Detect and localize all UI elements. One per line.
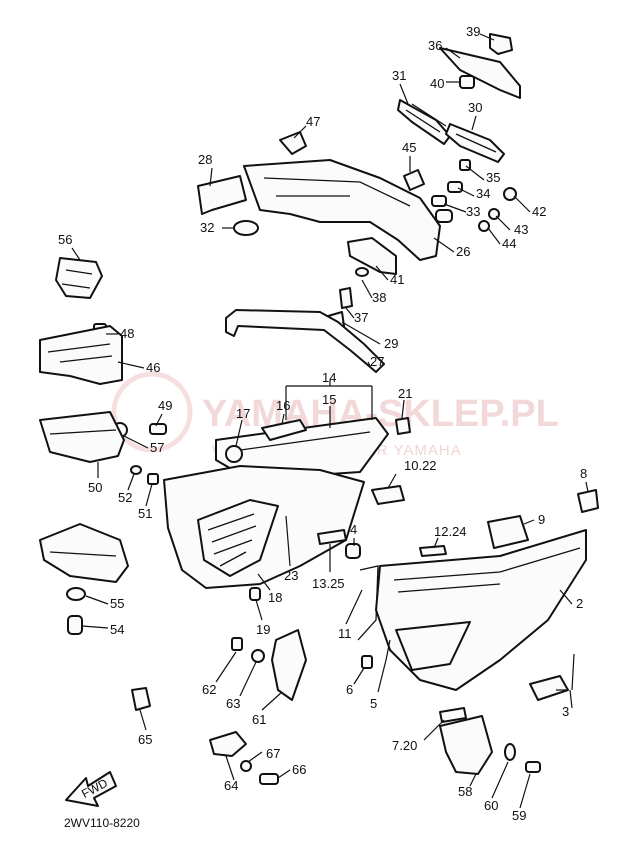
callout-60: 60 bbox=[484, 798, 498, 813]
callout-21: 21 bbox=[398, 386, 412, 401]
callout-42: 42 bbox=[532, 204, 546, 219]
callout-41: 41 bbox=[390, 272, 404, 287]
callout-38: 38 bbox=[372, 290, 386, 305]
callout-23: 23 bbox=[284, 568, 298, 583]
callout-31: 31 bbox=[392, 68, 406, 83]
callout-2: 2 bbox=[576, 596, 583, 611]
callout-7-20: 7.20 bbox=[392, 738, 417, 753]
callout-26: 26 bbox=[456, 244, 470, 259]
callout-39: 39 bbox=[466, 24, 480, 39]
callout-40: 40 bbox=[430, 76, 444, 91]
callout-51: 51 bbox=[138, 506, 152, 521]
callout-3: 3 bbox=[562, 704, 569, 719]
callout-58: 58 bbox=[458, 784, 472, 799]
callout-16: 16 bbox=[276, 398, 290, 413]
callout-49: 49 bbox=[158, 398, 172, 413]
callout-65: 65 bbox=[138, 732, 152, 747]
callout-47: 47 bbox=[306, 114, 320, 129]
callout-9: 9 bbox=[538, 512, 545, 527]
callout-46: 46 bbox=[146, 360, 160, 375]
callout-57: 57 bbox=[150, 440, 164, 455]
diagram-code: 2WV110-8220 bbox=[64, 816, 140, 830]
callout-13-25: 13.25 bbox=[312, 576, 345, 591]
callout-19: 19 bbox=[256, 622, 270, 637]
callout-12-24: 12.24 bbox=[434, 524, 467, 539]
callout-29: 29 bbox=[384, 336, 398, 351]
callout-32: 32 bbox=[200, 220, 214, 235]
callout-35: 35 bbox=[486, 170, 500, 185]
callout-64: 64 bbox=[224, 778, 238, 793]
callout-48: 48 bbox=[120, 326, 134, 341]
callout-5: 5 bbox=[370, 696, 377, 711]
callout-4: 4 bbox=[350, 522, 357, 537]
callout-67: 67 bbox=[266, 746, 280, 761]
callout-37: 37 bbox=[354, 310, 368, 325]
callout-43: 43 bbox=[514, 222, 528, 237]
callout-27: 27 bbox=[370, 354, 384, 369]
callout-11: 11 bbox=[338, 626, 352, 641]
part-drawings bbox=[39, 33, 599, 785]
callout-44: 44 bbox=[502, 236, 516, 251]
callout-54: 54 bbox=[110, 622, 124, 637]
callout-45: 45 bbox=[402, 140, 416, 155]
callout-66: 66 bbox=[292, 762, 306, 777]
callout-8: 8 bbox=[580, 466, 587, 481]
callout-18: 18 bbox=[268, 590, 282, 605]
callout-61: 61 bbox=[252, 712, 266, 727]
callout-50: 50 bbox=[88, 480, 102, 495]
leader-lines bbox=[71, 33, 589, 809]
callout-labels: 39 36 40 31 30 47 45 35 34 42 28 33 43 3… bbox=[58, 24, 587, 823]
callout-63: 63 bbox=[226, 696, 240, 711]
callout-36: 36 bbox=[428, 38, 442, 53]
callout-30: 30 bbox=[468, 100, 482, 115]
callout-56: 56 bbox=[58, 232, 72, 247]
callout-10-22: 10.22 bbox=[404, 458, 437, 473]
callout-17: 17 bbox=[236, 406, 250, 421]
callout-34: 34 bbox=[476, 186, 490, 201]
callout-59: 59 bbox=[512, 808, 526, 823]
callout-62: 62 bbox=[202, 682, 216, 697]
callout-55: 55 bbox=[110, 596, 124, 611]
callout-15: 15 bbox=[322, 392, 336, 407]
callout-52: 52 bbox=[118, 490, 132, 505]
callout-28: 28 bbox=[198, 152, 212, 167]
forward-arrow-icon: FWD bbox=[65, 771, 117, 807]
callout-14: 14 bbox=[322, 370, 336, 385]
callout-33: 33 bbox=[466, 204, 480, 219]
callout-6: 6 bbox=[346, 682, 353, 697]
